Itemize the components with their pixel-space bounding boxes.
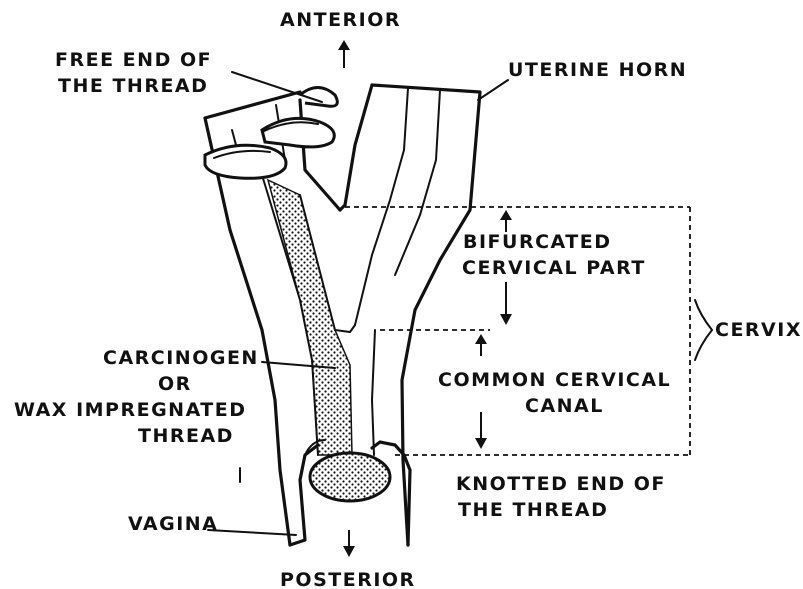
right-canal-line-2 <box>395 90 440 275</box>
label-knotted-1: KNOTTED END OF <box>456 473 666 495</box>
label-common-1: COMMON CERVICAL <box>438 369 671 391</box>
label-knotted-2: THE THREAD <box>458 499 608 521</box>
label-free-end-1: FREE END OF <box>55 49 212 71</box>
cervix-bracket <box>695 300 712 360</box>
label-posterior: POSTERIOR <box>280 569 416 589</box>
label-carcinogen-2: OR <box>158 373 192 395</box>
label-cervix: CERVIX <box>715 319 802 341</box>
common-canal-right-wall <box>372 330 375 455</box>
knotted-end-ellipse <box>310 453 390 501</box>
label-vagina: VAGINA <box>128 513 218 535</box>
left-horn-top <box>205 92 300 118</box>
label-carcinogen-4: THREAD <box>138 425 234 447</box>
vagina-leader <box>208 530 296 535</box>
carcinogen-thread-fill <box>268 180 352 455</box>
label-carcinogen-3: WAX IMPREGNATED <box>14 399 247 421</box>
common-canal-dimension-arrows <box>475 334 487 449</box>
label-bifurcated-1: BIFURCATED <box>463 231 611 253</box>
label-uterine-horn: UTERINE HORN <box>508 59 687 81</box>
bifurcation-crotch <box>340 205 345 210</box>
label-carcinogen-1: CARCINOGEN <box>103 347 259 369</box>
uterine-horn-leader <box>478 80 508 100</box>
label-free-end-2: THE THREAD <box>58 75 208 97</box>
anterior-arrow <box>338 40 350 68</box>
right-horn-inner-wall <box>345 85 372 205</box>
label-anterior: ANTERIOR <box>280 9 401 31</box>
label-bifurcated-2: CERVICAL PART <box>462 257 646 279</box>
label-common-2: CANAL <box>525 395 604 417</box>
left-horn-inner-wall <box>300 100 340 210</box>
vagina-left-inner-wall <box>290 445 318 545</box>
posterior-arrow <box>343 530 355 557</box>
left-horn-outer-wall <box>205 118 290 545</box>
